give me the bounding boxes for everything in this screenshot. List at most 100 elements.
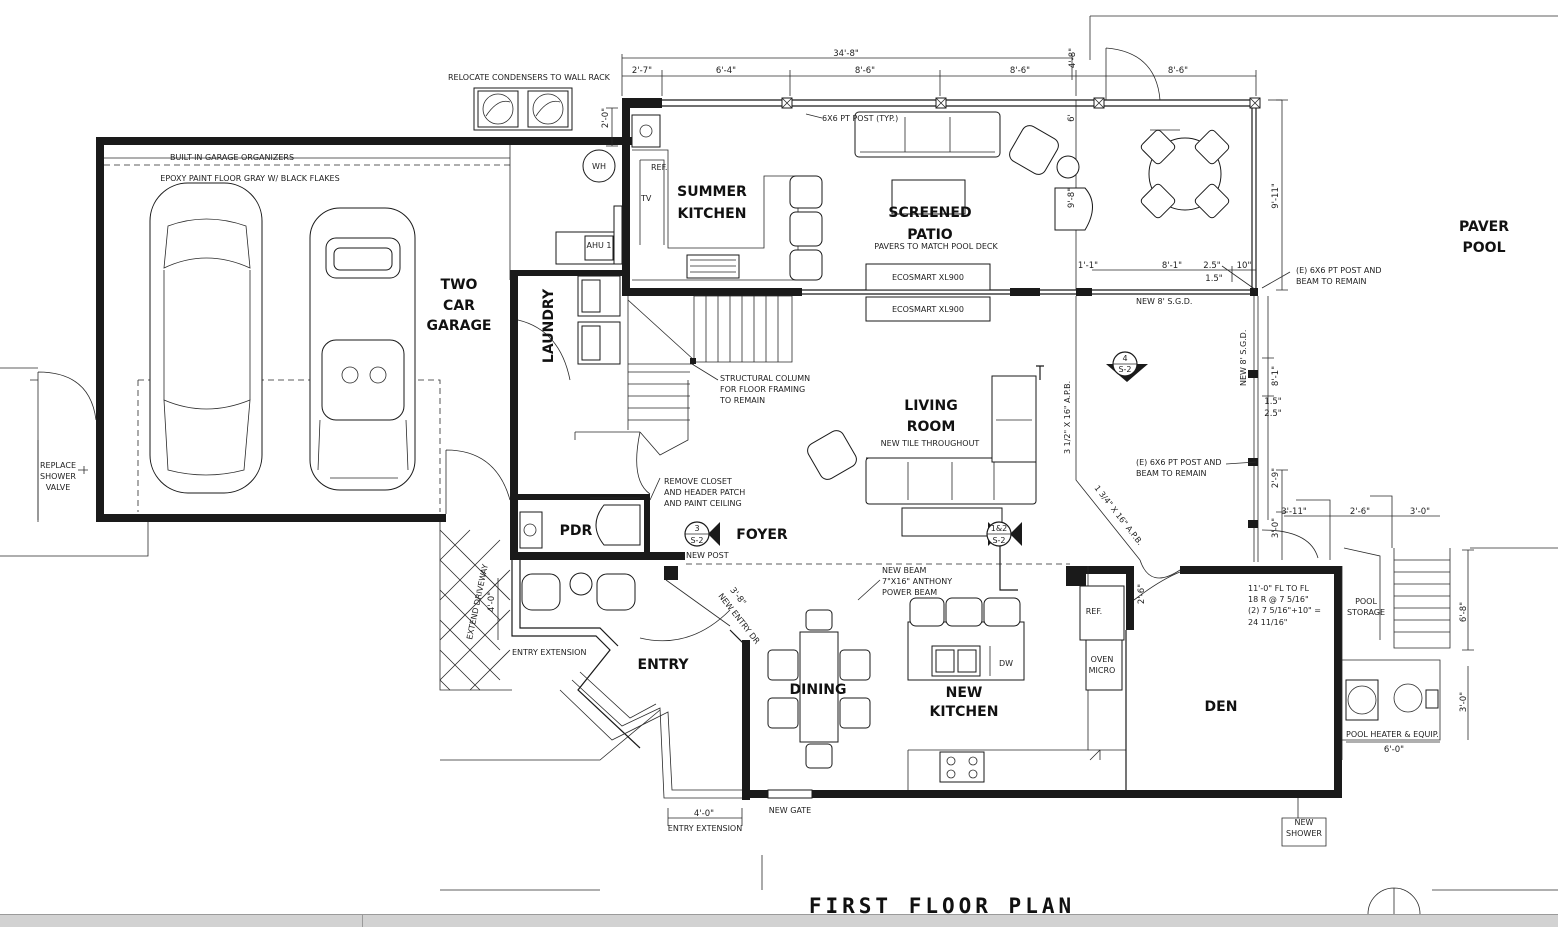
main-walls (686, 296, 1451, 799)
note-replace-shower-valve-2: SHOWER (40, 472, 76, 481)
section-tag-3: 3 S-2 (684, 521, 720, 547)
section-tag-12-sheet: S-2 (992, 536, 1005, 545)
round-table-icon (1140, 129, 1230, 219)
dim-den-top-2: 3'-0" (1410, 507, 1430, 517)
note-new-beam-1: NEW BEAM (882, 566, 927, 575)
room-label-summer-kitchen-2: KITCHEN (678, 206, 747, 222)
section-tag-3-num: 3 (694, 524, 699, 533)
dim-left-patio: 2'-0" (601, 108, 611, 128)
note-post-typ: 6X6 PT POST (TYP.) (822, 114, 898, 123)
note-remove-closet-1: REMOVE CLOSET (664, 477, 732, 486)
north-arrow-icon (1367, 887, 1421, 915)
dim-sgd-2: 2.5" (1203, 261, 1221, 271)
room-label-living-2: ROOM (907, 419, 956, 435)
dim-top-1: 6'-4" (716, 66, 736, 76)
dim-sgd-3: 1.5" (1205, 274, 1223, 284)
dim-sgd-4: 10" (1237, 261, 1252, 271)
room-label-garage-1: TWO (441, 277, 478, 293)
note-stair-2: 18 R @ 7 5/16" (1248, 595, 1309, 604)
section-tag-4-sheet: S-2 (1118, 365, 1131, 374)
dim-top-2: 8'-6" (855, 66, 875, 76)
car-convertible-icon (309, 207, 416, 491)
note-new-beam-2: 7"X16" ANTHONY (882, 577, 952, 586)
dim-top-3: 8'-6" (1010, 66, 1030, 76)
driveway-hatch (439, 529, 511, 691)
dim-top-small: 4'-8" (1068, 48, 1078, 68)
room-label-dining: DINING (790, 682, 847, 698)
dim-sgd-1: 8'-1" (1162, 261, 1182, 271)
entry (439, 522, 750, 800)
note-replace-shower-valve-1: REPLACE (40, 461, 76, 470)
room-label-laundry: LAUNDRY (541, 288, 557, 363)
note-e-post-1a: (E) 6X6 PT POST AND (1296, 266, 1382, 275)
note-e-post-2a: (E) 6X6 PT POST AND (1136, 458, 1222, 467)
pdr-foyer (510, 431, 685, 560)
note-replace-shower-valve-3: VALVE (46, 483, 71, 492)
dim-top-4: 8'-6" (1168, 66, 1188, 76)
bottom-scroll-bar[interactable] (0, 914, 1558, 927)
label-tv: TV (640, 194, 652, 203)
section-tag-3-sheet: S-2 (690, 536, 703, 545)
note-structural-column-3: TO REMAIN (719, 396, 765, 405)
laundry-stairs (510, 270, 793, 546)
scroll-divider (362, 915, 363, 927)
note-e-post-1b: BEAM TO REMAIN (1296, 277, 1367, 286)
note-pool-storage-1: POOL (1355, 597, 1377, 606)
label-oven-micro-2: MICRO (1089, 666, 1116, 675)
kitchen-fixtures (907, 566, 1126, 790)
room-label-pdr: PDR (560, 523, 593, 539)
note-built-in-organizers: BUILT-IN GARAGE ORGANIZERS (170, 153, 294, 162)
note-ecosmart-1: ECOSMART XL900 (892, 273, 964, 282)
dim-right-side-0: 8'-1" (1271, 366, 1281, 386)
living-room-furniture (807, 296, 1181, 591)
dim-den-left-0: 2'-9" (1271, 468, 1281, 488)
room-label-paver-pool-2: POOL (1463, 240, 1506, 256)
note-stair-1: 11'-0" FL TO FL (1248, 584, 1310, 593)
note-ecosmart-2: ECOSMART XL900 (892, 305, 964, 314)
note-entry-extension-1: ENTRY EXTENSION (512, 648, 586, 657)
note-new-shower-2: SHOWER (1286, 829, 1322, 838)
note-remove-closet-2: AND HEADER PATCH (664, 488, 745, 497)
dim-pool-storage-h: 6'-8" (1459, 602, 1469, 622)
label-oven-micro-1: OVEN (1091, 655, 1114, 664)
patio-walls (555, 47, 1282, 322)
room-label-living-1: LIVING (904, 398, 957, 414)
note-beam-apb-2: 1 3/4" X 16" A.P.B. (1092, 484, 1144, 547)
note-epoxy-floor: EPOXY PAINT FLOOR GRAY W/ BLACK FLAKES (160, 174, 339, 183)
label-ahu: AHU 1 (587, 241, 612, 250)
note-pool-storage-2: STORAGE (1347, 608, 1385, 617)
note-relocate-condensers: RELOCATE CONDENSERS TO WALL RACK (448, 73, 611, 82)
dim-right-side-2: 2.5" (1264, 409, 1282, 419)
note-new-gate: NEW GATE (769, 806, 811, 815)
note-stair-3: (2) 7 5/16"+10" = (1248, 606, 1321, 615)
note-new-post: NEW POST (686, 551, 729, 560)
room-label-kitchen-2: KITCHEN (930, 704, 999, 720)
dim-right-side-1: 1.5" (1264, 397, 1282, 407)
note-new-beam-3: POWER BEAM (882, 588, 937, 597)
post-markers (781, 97, 1261, 109)
room-label-screened-patio-1: SCREENED (888, 205, 971, 221)
dim-den-top-1: 2'-6" (1350, 507, 1370, 517)
dim-patio-chair: 9'-8" (1067, 188, 1077, 208)
label-water-heater: WH (592, 162, 606, 171)
dim-right-patio: 9'-11" (1271, 183, 1281, 209)
note-structural-column-1: STRUCTURAL COLUMN (720, 374, 810, 383)
label-ref-summer: REF. (651, 163, 667, 172)
note-new-sgd-2: NEW 8' S.G.D. (1239, 330, 1248, 386)
dim-overall: 34'-8" (833, 49, 859, 59)
dim-pool-heater-h: 3'-0" (1459, 692, 1469, 712)
dim-den-top-0: 3'-11" (1281, 507, 1307, 517)
dim-top-0: 2'-7" (632, 66, 652, 76)
note-stair-4: 24 11/16" (1248, 618, 1287, 627)
label-ref-kitchen: REF. (1086, 607, 1102, 616)
note-remove-closet-3: AND PAINT CEILING (664, 499, 742, 508)
note-beam-apb-1: 3 1/2" X 16" A.P.B. (1063, 381, 1072, 454)
note-structural-column-2: FOR FLOOR FRAMING (720, 385, 805, 394)
room-label-kitchen-1: NEW (946, 685, 983, 701)
note-new-shower-1: NEW (1295, 818, 1314, 827)
site-lines (0, 15, 1558, 891)
dim-sgd-0: 1'-1" (1078, 261, 1098, 271)
dining-furniture (767, 609, 871, 769)
dim-den-door: 2'-6" (1137, 584, 1147, 604)
